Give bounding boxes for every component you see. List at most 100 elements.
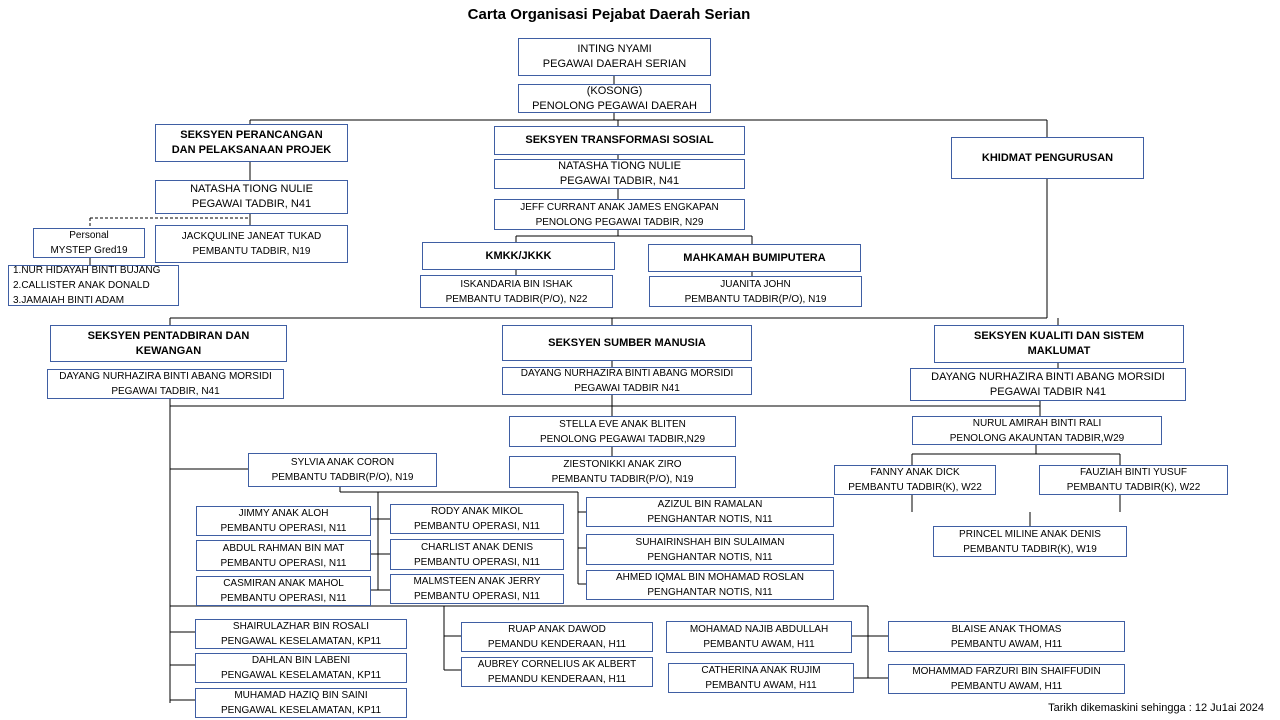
org-box-line: ABDUL RAHMAN BIN MAT [222, 542, 345, 554]
org-box-line: AUBREY CORNELIUS AK ALBERT [477, 659, 637, 670]
org-box-penolong-pegawai-daerah: (KOSONG)PENOLONG PEGAWAI DAERAH [518, 84, 711, 113]
org-box-line: PEGAWAI DAERAH SERIAN [542, 58, 687, 70]
org-box-line: PENGHANTAR NOTIS, N11 [647, 587, 773, 598]
org-box-line: BLAISE ANAK THOMAS [951, 623, 1062, 635]
org-box-line: PEMANDU KENDERAAN, H11 [487, 674, 627, 685]
org-box-iskandaria: ISKANDARIA BIN ISHAK PEMBANTU TADBIR(P/O)… [420, 275, 613, 308]
org-box-line: MOHAMAD NAJIB ABDULLAH [689, 624, 829, 635]
org-box-line: DAYANG NURHAZIRA BINTI ABANG MORSIDI [520, 368, 734, 379]
org-box-line: PEGAWAI TADBIR, N41 [559, 175, 680, 187]
org-box-line: PEMBANTU OPERASI, N11 [220, 523, 347, 534]
org-box-line: RODY ANAK MIKOL [430, 506, 524, 517]
org-box-line: PEGAWAI TADBIR, N41 [111, 386, 220, 397]
org-box-line: PEMBANTU TADBIR(P/O), N19 [551, 474, 694, 485]
org-box-line: STELLA EVE ANAK BLITEN [559, 418, 686, 430]
org-box-line: AHMED IQMAL BIN MOHAMAD ROSLAN [616, 572, 804, 583]
org-box-seksyen-sumber-manusia: SEKSYEN SUMBER MANUSIA [502, 325, 752, 361]
org-box-line: 2.CALLISTER ANAK DONALD [13, 280, 150, 291]
org-box-line: PEMBANTU OPERASI, N11 [414, 521, 540, 532]
org-box-line: FANNY ANAK DICK [870, 467, 960, 478]
org-box-line: NATASHA TIONG NULIE [190, 183, 313, 195]
org-box-fanny: FANNY ANAK DICK PEMBANTU TADBIR(K), W22 [834, 465, 996, 495]
org-box-line: SUHAIRINSHAH BIN SULAIMAN [635, 536, 785, 548]
org-box-line: PEMBANTU TADBIR(K), W22 [1066, 482, 1201, 493]
org-box-line: DAHLAN BIN LABENI [251, 655, 351, 666]
org-box-line: PEMBANTU TADBIR(K), W19 [963, 543, 1097, 555]
org-box-line: PEMBANTU TADBIR(K), W22 [848, 482, 982, 493]
org-box-mahkamah-bumiputera: MAHKAMAH BUMIPUTERA [648, 244, 861, 272]
org-box-line: PENGHANTAR NOTIS, N11 [647, 514, 773, 525]
org-box-line: PEMBANTU TADBIR(P/O), N19 [271, 472, 414, 483]
org-box-line: PENGAWAL KESELAMATAN, KP11 [220, 636, 382, 647]
org-box-ahmed-iqmal: AHMED IQMAL BIN MOHAMAD ROSLAN PENGHANTAR… [586, 570, 834, 600]
org-box-line: MOHAMMAD FARZURI BIN SHAIFFUDIN [912, 666, 1101, 677]
org-box-line: PEGAWAI TADBIR N41 [989, 385, 1107, 398]
org-box-line: SEKSYEN SUMBER MANUSIA [548, 336, 706, 349]
org-box-dayang-pentadbiran: DAYANG NURHAZIRA BINTI ABANG MORSIDI PEGA… [47, 369, 284, 399]
org-box-line: KHIDMAT PENGURUSAN [981, 151, 1114, 164]
org-box-line: 1.NUR HIDAYAH BINTI BUJANG [13, 265, 161, 276]
org-box-charlist: CHARLIST ANAK DENIS PEMBANTU OPERASI, N11 [390, 539, 564, 570]
org-box-line: ISKANDARIA BIN ISHAK [460, 278, 573, 290]
org-box-jimmy: JIMMY ANAK ALOH PEMBANTU OPERASI, N11 [196, 506, 371, 536]
org-box-line: FAUZIAH BINTI YUSUF [1079, 467, 1188, 478]
org-box-line: PENOLONG PEGAWAI TADBIR,N29 [539, 433, 706, 445]
org-box-line: Personal [69, 230, 109, 241]
org-box-line: JIMMY ANAK ALOH [238, 508, 329, 519]
org-box-line: PEMBANTU AWAM, H11 [950, 638, 1063, 650]
org-box-line: NATASHA TIONG NULIE [558, 160, 681, 172]
org-box-dahlan: DAHLAN BIN LABENI PENGAWAL KESELAMATAN, K… [195, 653, 407, 683]
org-box-line: MAKLUMAT [1027, 345, 1091, 357]
org-box-line: DAYANG NURHAZIRA BINTI ABANG MORSIDI [59, 371, 272, 382]
org-box-line: PEMBANTU AWAM, H11 [950, 681, 1063, 692]
org-box-line: MUHAMAD HAZIQ BIN SAINI [234, 690, 368, 701]
org-box-line: PEGAWAI TADBIR N41 [574, 383, 680, 394]
org-box-muhamad-haziq: MUHAMAD HAZIQ BIN SAINI PENGAWAL KESELAMA… [195, 688, 407, 718]
org-box-dayang-kualiti: DAYANG NURHAZIRA BINTI ABANG MORSIDI PEGA… [910, 368, 1186, 401]
org-box-line: AZIZUL BIN RAMALAN [657, 499, 763, 510]
org-box-line: PEMBANTU OPERASI, N11 [414, 556, 540, 568]
org-box-line: DAYANG NURHAZIRA BINTI ABANG MORSIDI [931, 370, 1165, 383]
org-box-line: PEMBANTU TADBIR(P/O), N22 [445, 293, 588, 305]
org-box-line: PEMBANTU TADBIR, N19 [192, 246, 311, 257]
org-box-line: (KOSONG) [586, 84, 643, 97]
org-box-azizul: AZIZUL BIN RAMALAN PENGHANTAR NOTIS, N11 [586, 497, 834, 527]
org-box-line: CATHERINA ANAK RUJIM [701, 665, 821, 676]
org-box-line: KMKK/JKKK [485, 249, 552, 262]
org-box-line: SYLVIA ANAK CORON [290, 457, 395, 468]
org-box-line: PEMBANTU AWAM, H11 [705, 680, 817, 691]
org-box-line: PEMANDU KENDERAAN, H11 [487, 639, 627, 650]
org-box-line: PENOLONG AKAUNTAN TADBIR,W29 [949, 432, 1125, 444]
org-box-line: PENGHANTAR NOTIS, N11 [647, 551, 773, 563]
org-box-line: PENOLONG PEGAWAI TADBIR, N29 [535, 216, 704, 228]
org-box-line: PENGAWAL KESELAMATAN, KP11 [220, 705, 382, 716]
org-box-line: MYSTEP Gred19 [50, 245, 128, 256]
org-box-line: JEFF CURRANT ANAK JAMES ENGKAPAN [520, 201, 719, 213]
org-box-mystep-list: 1.NUR HIDAYAH BINTI BUJANG 2.CALLISTER AN… [8, 265, 179, 306]
org-box-line: SEKSYEN KUALITI DAN SISTEM [974, 330, 1144, 342]
org-box-line: MALMSTEEN ANAK JERRY [413, 576, 541, 587]
org-box-natasha-transformasi: NATASHA TIONG NULIE PEGAWAI TADBIR, N41 [494, 159, 745, 189]
org-box-line: KEWANGAN [135, 344, 202, 357]
org-box-line: CHARLIST ANAK DENIS [420, 541, 534, 553]
org-box-line: NURUL AMIRAH BINTI RALI [972, 417, 1102, 429]
org-box-line: PENGAWAL KESELAMATAN, KP11 [220, 670, 382, 681]
org-box-kmkk: KMKK/JKKK [422, 242, 615, 270]
org-box-line: SEKSYEN PENTADBIRAN DAN [87, 329, 250, 342]
org-box-line: SEKSYEN PERANCANGAN [180, 129, 323, 141]
org-box-line: PEMBANTU OPERASI, N11 [220, 593, 347, 604]
org-box-jeff-currant: JEFF CURRANT ANAK JAMES ENGKAPAN PENOLONG… [494, 199, 745, 230]
org-box-line: PEMBANTU AWAM, H11 [703, 639, 815, 650]
